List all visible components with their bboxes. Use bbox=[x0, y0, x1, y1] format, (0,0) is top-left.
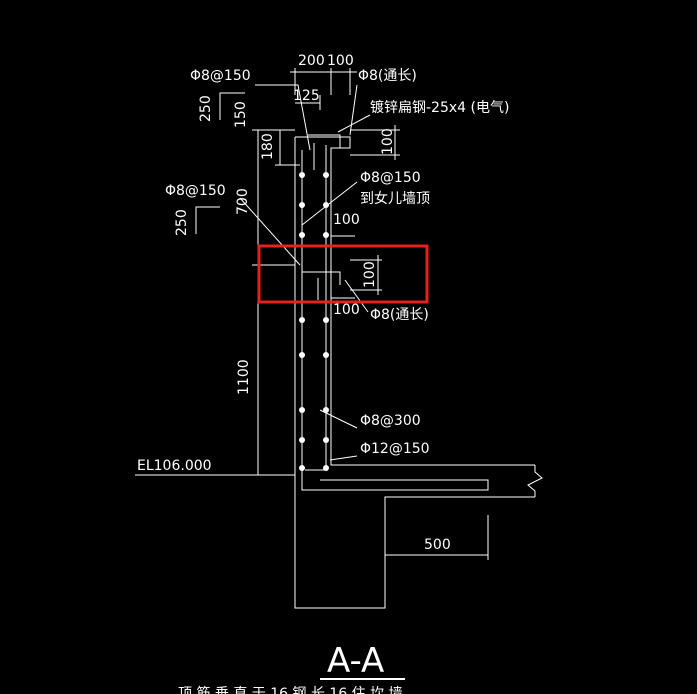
elevation-label: EL106.000 bbox=[137, 458, 212, 474]
rebar-mid-hook bbox=[302, 271, 341, 300]
dim-1100: 1100 bbox=[236, 359, 252, 395]
dim-top-ext bbox=[294, 68, 351, 95]
leader-lower-through bbox=[344, 279, 369, 313]
to-parapet-top: 到女儿墙顶 bbox=[360, 190, 430, 207]
leader-bottom-a bbox=[319, 409, 358, 429]
rebar-lower-through: Φ8(通长) bbox=[370, 307, 429, 323]
rebar-top-a: Φ8@150 bbox=[190, 68, 251, 84]
dim-180: 180 bbox=[260, 133, 276, 160]
rebar-bottom-a: Φ8@300 bbox=[360, 413, 421, 429]
dim-100-right-top: 100 bbox=[380, 128, 396, 155]
dim-150: 150 bbox=[233, 101, 249, 128]
rebar-mid-a: Φ8@150 bbox=[360, 170, 421, 186]
rebar-bottom-b: Φ12@150 bbox=[360, 441, 430, 457]
slab-break-line bbox=[527, 465, 543, 497]
leader-top-a bbox=[255, 84, 311, 151]
highlight-box[interactable] bbox=[257, 244, 429, 304]
dim-250-mid: 250 bbox=[174, 209, 190, 236]
leader-galvanized bbox=[337, 114, 371, 133]
rebar-dots bbox=[299, 172, 329, 471]
wall-outline-left bbox=[294, 137, 535, 609]
section-title: A-A bbox=[327, 641, 384, 681]
rebar-outer bbox=[301, 150, 489, 491]
dim-700: 700 bbox=[235, 188, 251, 215]
bottom-note: 顶 筋 垂 直 于 16 钢 长 16 住 坎 墙 bbox=[178, 685, 403, 694]
dim-500: 500 bbox=[424, 537, 451, 553]
hook-mid bbox=[195, 206, 220, 234]
leader-top-through bbox=[349, 84, 358, 136]
hook-top bbox=[219, 92, 245, 120]
dim-200: 200 bbox=[298, 53, 325, 69]
rebar-mid-left: Φ8@150 bbox=[165, 183, 226, 199]
dim-125-line bbox=[295, 95, 321, 110]
dim-250-top: 250 bbox=[198, 95, 214, 122]
galvanized-steel-label: 镀锌扁钢-25x4 (电气) bbox=[370, 99, 509, 116]
leader-mid-a bbox=[301, 181, 358, 226]
rebar-inner bbox=[305, 145, 327, 471]
rebar-top-through: Φ8(通长) bbox=[358, 68, 417, 84]
dim-100-box bbox=[350, 255, 382, 295]
dim-125: 125 bbox=[293, 88, 320, 104]
dim-100-box: 100 bbox=[362, 261, 378, 288]
dim-100-top: 100 bbox=[327, 53, 354, 69]
dim-180-chain bbox=[275, 130, 300, 166]
dim-100-right-top bbox=[350, 125, 400, 160]
dim-100-lower: 100 bbox=[333, 302, 360, 318]
leader-bottom-b bbox=[329, 455, 358, 461]
dim-100-mid: 100 bbox=[333, 212, 360, 228]
rebar-top-hook bbox=[308, 134, 341, 148]
leader-mid-left bbox=[239, 197, 301, 266]
